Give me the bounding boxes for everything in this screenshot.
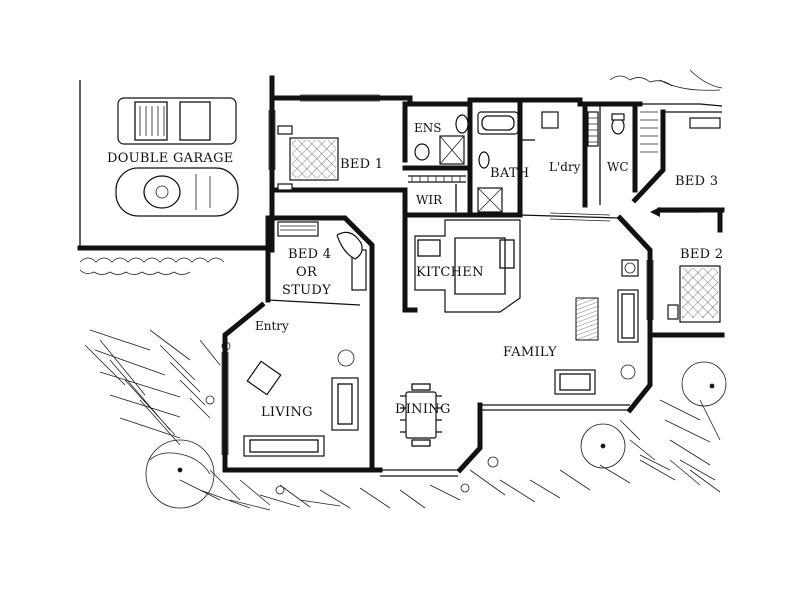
arrow-icon bbox=[650, 207, 700, 217]
garage: DOUBLE GARAGE bbox=[77, 75, 275, 253]
label-bath: BATH bbox=[490, 166, 529, 181]
bed-icon bbox=[277, 125, 339, 191]
label-entry: Entry bbox=[255, 319, 289, 333]
landscaping bbox=[79, 69, 727, 511]
car-top-icon bbox=[117, 97, 237, 145]
label-double-garage: DOUBLE GARAGE bbox=[107, 151, 234, 166]
label-wc: WC bbox=[607, 160, 629, 174]
label-family: FAMILY bbox=[503, 345, 557, 360]
label-laundry: L'dry bbox=[549, 160, 581, 174]
label-bed-4: BED 4 bbox=[288, 247, 331, 262]
label-bed-2: BED 2 bbox=[680, 247, 723, 262]
label-wir: WIR bbox=[416, 193, 443, 207]
label-ens: ENS bbox=[414, 121, 441, 135]
walls bbox=[222, 95, 725, 477]
furniture bbox=[243, 111, 721, 457]
windows bbox=[221, 94, 654, 455]
label-kitchen: KITCHEN bbox=[416, 265, 484, 280]
label-dining: DINING bbox=[395, 402, 451, 417]
car-bottom-icon bbox=[115, 167, 239, 217]
label-bed-3: BED 3 bbox=[675, 174, 718, 189]
label-bed-4-or: OR bbox=[296, 265, 318, 280]
label-bed-1: BED 1 bbox=[340, 157, 383, 172]
label-bed-4-study: STUDY bbox=[282, 283, 331, 298]
room-labels: BED 1 ENS BATH L'dry WC BED 3 WIR BED 4 … bbox=[255, 121, 723, 420]
label-living: LIVING bbox=[261, 405, 313, 420]
